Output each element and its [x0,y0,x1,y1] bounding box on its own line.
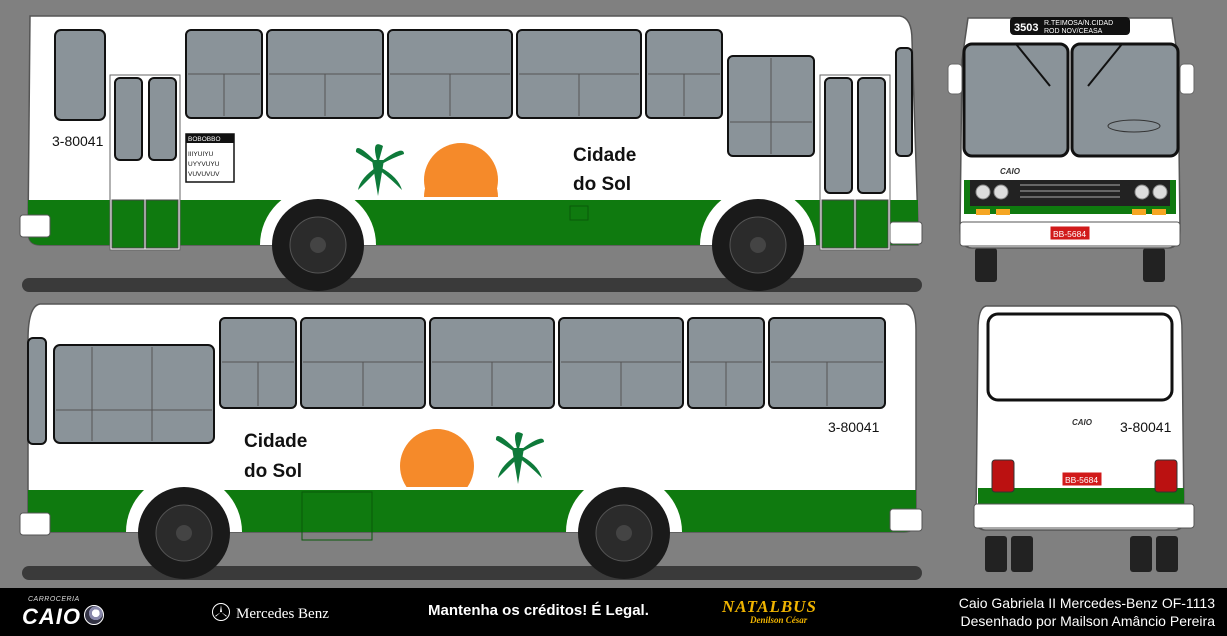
palm-logo-bottom [495,432,544,484]
side-sign-row-1: BOBOBBO [188,136,221,143]
fleet-number-top: 3-80041 [52,133,104,149]
natalbus-text: NATALBUS [722,597,817,616]
caio-logo-subtitle: CARROCERIA [28,596,80,603]
front-bumper [19,214,51,238]
front-plate-text: BB-5684 [1053,229,1086,239]
drawing-info: Caio Gabriela II Mercedes-Benz OF-1113 D… [959,594,1215,630]
route-line2: ROD NOV/CEASA [1044,28,1103,35]
front-destination-sign [1010,17,1130,35]
natalbus-author: Denilson César [750,615,808,625]
front-badge: CAIO [1000,167,1021,176]
caio-globe-icon [84,605,104,625]
rear-badge: CAIO [1072,418,1093,427]
side-sign-row-3: UYYVUYU [188,161,220,168]
credits-footer: CARROCERIA CAIO Mercedes Benz Mantenha o… [0,588,1227,636]
route-number: 3503 [1014,22,1038,34]
bus-side-view-right: Cidade do Sol 3-80041 [19,303,923,580]
mercedes-star-icon [212,603,230,621]
mercedes-benz-text: Mercedes Benz [236,606,329,622]
credits-notice: Mantenha os créditos! É Legal. [428,602,649,619]
drawing-canvas: BOBOBBO IIIYUIYU UYYVUYU VUVUVUV 3-80041… [19,15,1195,580]
palm-logo-top [355,144,404,196]
caio-logo-text: CAIO [22,604,81,629]
side-sign-row-2: IIIYUIYU [188,151,214,158]
fleet-number-rear: 3-80041 [1120,419,1172,435]
wheel-front-bottom [126,474,242,579]
rear-bumper [889,221,923,245]
tail-light-right [1154,459,1178,493]
bus-rear-view: CAIO 3-80041 BB-5684 [973,305,1195,572]
ground-shadow-bottom [22,566,922,580]
brand-line2-top: do Sol [573,174,631,195]
front-plate [1049,225,1091,241]
windshield-right [1070,42,1180,158]
bus-side-view-left: BOBOBBO IIIYUIYU UYYVUYU VUVUVUV 3-80041… [19,15,923,292]
brand-line2-bottom: do Sol [244,461,302,482]
fuel-cap-top [569,205,589,221]
brand-line1-bottom: Cidade [244,431,307,452]
route-line1: R.TEIMOSA/N.CIDAD [1044,20,1113,27]
drawn-by-line: Desenhado por Mailson Amâncio Pereira [960,613,1215,629]
ground-shadow [22,278,922,292]
wheel-front-top [260,187,376,291]
fleet-number-bottom: 3-80041 [828,419,880,435]
rear-plate-text: BB-5684 [1065,475,1098,485]
rear-plate [1061,471,1103,487]
wheel-rear-top [700,187,816,291]
sun-logo-bottom [400,429,474,487]
luggage-hatch [301,491,373,541]
green-stripe [28,200,918,245]
mercedes-benz-logo: Mercedes Benz [212,603,329,623]
model-line: Caio Gabriela II Mercedes-Benz OF-1113 [958,595,1215,611]
front-side-window [54,29,106,121]
windshield-left [962,42,1070,158]
side-sign-row-4: VUVUVUV [188,171,220,178]
tail-light-left [991,459,1015,493]
brand-line1-top: Cidade [573,145,636,166]
wheel-rear-bottom [566,474,682,579]
natalbus-logo: NATALBUS Denilson César [722,597,817,625]
bus-front-view: 3503 R.TEIMOSA/N.CIDAD ROD NOV/CEASA CAI… [947,17,1195,282]
rear-window [986,312,1174,402]
